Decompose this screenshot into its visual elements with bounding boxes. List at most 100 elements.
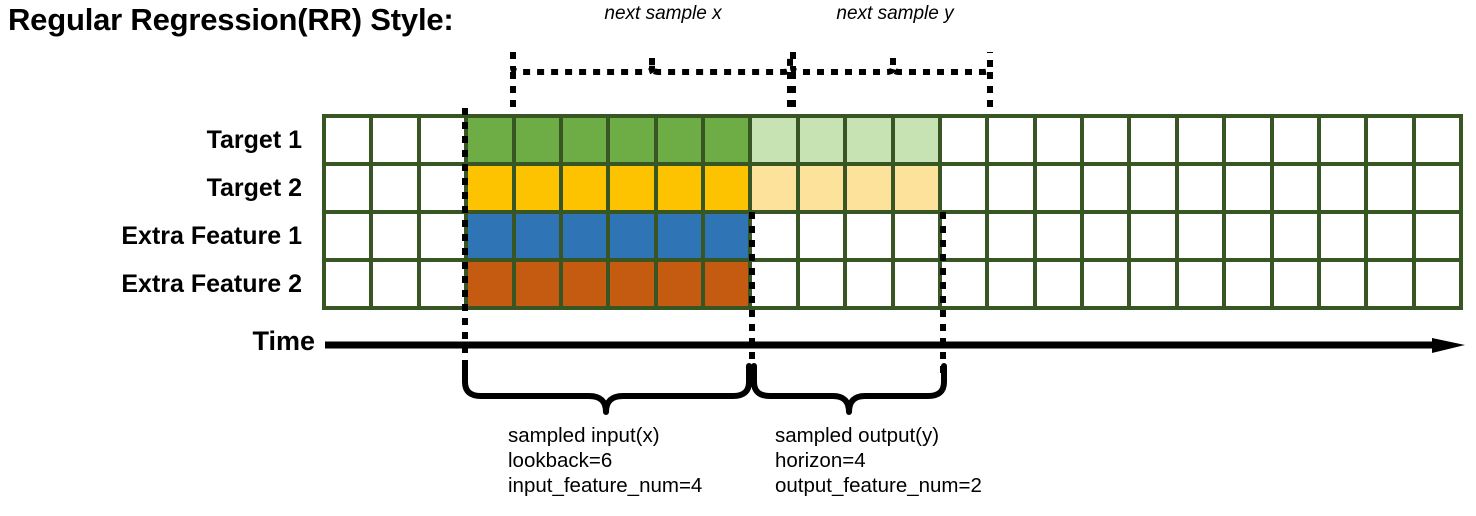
- grid-cell-output: [847, 166, 891, 210]
- grid-cell-empty: [1178, 214, 1223, 258]
- grid-cell-empty: [1273, 166, 1317, 210]
- row-label-extra-feature-2: Extra Feature 2: [121, 270, 302, 298]
- grid-cell-empty: [941, 262, 986, 306]
- grid-cell-input: [610, 214, 654, 258]
- grid-cell-empty: [326, 118, 370, 162]
- grid-cell-empty: [1084, 262, 1128, 306]
- time-axis-arrow: [325, 338, 1465, 353]
- grid-cell-empty: [799, 262, 844, 306]
- row-label-column: Target 1 Target 2 Extra Feature 1 Extra …: [0, 116, 310, 308]
- grid-cell-empty: [373, 214, 417, 258]
- grid-cell-input: [468, 166, 512, 210]
- grid-cell-empty: [1178, 166, 1223, 210]
- row-label-target-1: Target 1: [206, 126, 302, 154]
- grid-cell-empty: [1368, 262, 1412, 306]
- grid-cell-empty: [1036, 262, 1080, 306]
- grid-cell-input: [657, 214, 701, 258]
- grid-cell-empty: [1368, 214, 1412, 258]
- grid-cell-empty: [326, 214, 370, 258]
- grid-cell-empty: [420, 262, 465, 306]
- grid-cell-input: [657, 166, 701, 210]
- grid-cell-input: [705, 262, 749, 306]
- grid-cell-empty: [894, 214, 938, 258]
- grid-cell-output: [894, 118, 938, 162]
- grid-row: [326, 166, 1459, 210]
- grid-cell-empty: [1368, 166, 1412, 210]
- grid-cell-input: [610, 166, 654, 210]
- grid-cell-output: [894, 166, 938, 210]
- grid-cell-empty: [1036, 214, 1080, 258]
- grid-cell-empty: [1273, 262, 1317, 306]
- grid-cell-empty: [752, 262, 796, 306]
- caption-input-line-3: input_feature_num=4: [508, 474, 703, 497]
- time-axis-label: Time: [252, 326, 315, 356]
- grid-row: [326, 214, 1459, 258]
- annotation-next-sample-y: next sample y: [836, 3, 954, 24]
- page-title: Regular Regression(RR) Style:: [8, 2, 454, 37]
- grid-cell-empty: [989, 118, 1033, 162]
- grid-cell-empty: [1226, 118, 1270, 162]
- grid-row: [326, 262, 1459, 306]
- grid-cell-input: [515, 118, 559, 162]
- grid-cell-empty: [1084, 214, 1128, 258]
- grid-cell-empty: [1320, 118, 1365, 162]
- caption-output-line-2: horizon=4: [775, 449, 866, 472]
- grid-cell-empty: [1415, 118, 1459, 162]
- grid-cell-output: [799, 118, 844, 162]
- grid-cell-empty: [989, 214, 1033, 258]
- grid-cell-empty: [847, 214, 891, 258]
- grid-cell-empty: [1131, 214, 1175, 258]
- grid-cell-input: [515, 214, 559, 258]
- grid-cell-input: [515, 166, 559, 210]
- grid-cell-empty: [941, 118, 986, 162]
- grid-cell-empty: [1036, 166, 1080, 210]
- grid-cell-output: [752, 166, 796, 210]
- caption-sampled-output: sampled output(y) horizon=4 output_featu…: [775, 423, 982, 498]
- grid-cell-empty: [1036, 118, 1080, 162]
- grid-cell-input: [468, 118, 512, 162]
- grid-cell-empty: [326, 166, 370, 210]
- grid-cell-empty: [1131, 262, 1175, 306]
- grid-cell-empty: [1178, 262, 1223, 306]
- grid-cell-empty: [1131, 166, 1175, 210]
- grid-cell-empty: [1226, 214, 1270, 258]
- grid-cell-empty: [373, 262, 417, 306]
- grid-cell-empty: [1415, 166, 1459, 210]
- grid-cell-empty: [1273, 118, 1317, 162]
- grid-cell-input: [562, 262, 607, 306]
- grid-cell-empty: [1226, 166, 1270, 210]
- grid-cell-empty: [373, 166, 417, 210]
- grid-cell-output: [847, 118, 891, 162]
- grid-cell-input: [610, 262, 654, 306]
- grid-cell-empty: [1368, 118, 1412, 162]
- grid-cell-empty: [941, 166, 986, 210]
- grid-cell-input: [705, 166, 749, 210]
- grid-cell-input: [705, 118, 749, 162]
- grid-cell-empty: [1226, 262, 1270, 306]
- row-label-target-2: Target 2: [206, 174, 302, 202]
- grid-cell-input: [562, 118, 607, 162]
- grid-cell-empty: [1131, 118, 1175, 162]
- grid-cell-empty: [1415, 214, 1459, 258]
- grid-cell-input: [610, 118, 654, 162]
- grid-cell-empty: [420, 118, 465, 162]
- grid-cell-empty: [1320, 166, 1365, 210]
- grid-cell-empty: [1084, 118, 1128, 162]
- caption-output-line-3: output_feature_num=2: [775, 474, 982, 497]
- grid-cell-input: [468, 214, 512, 258]
- grid-cell-input: [468, 262, 512, 306]
- grid-cell-empty: [1178, 118, 1223, 162]
- grid-cell-empty: [420, 166, 465, 210]
- grid-cell-empty: [1320, 214, 1365, 258]
- grid-cell-empty: [1273, 214, 1317, 258]
- grid-cell-empty: [847, 262, 891, 306]
- grid-cell-input: [657, 118, 701, 162]
- grid-cell-output: [799, 166, 844, 210]
- row-label-extra-feature-1: Extra Feature 1: [121, 222, 302, 250]
- grid-cell-empty: [989, 166, 1033, 210]
- grid-cell-empty: [326, 262, 370, 306]
- grid-cell-input: [515, 262, 559, 306]
- timeseries-grid: [322, 114, 1463, 310]
- grid-cell-empty: [373, 118, 417, 162]
